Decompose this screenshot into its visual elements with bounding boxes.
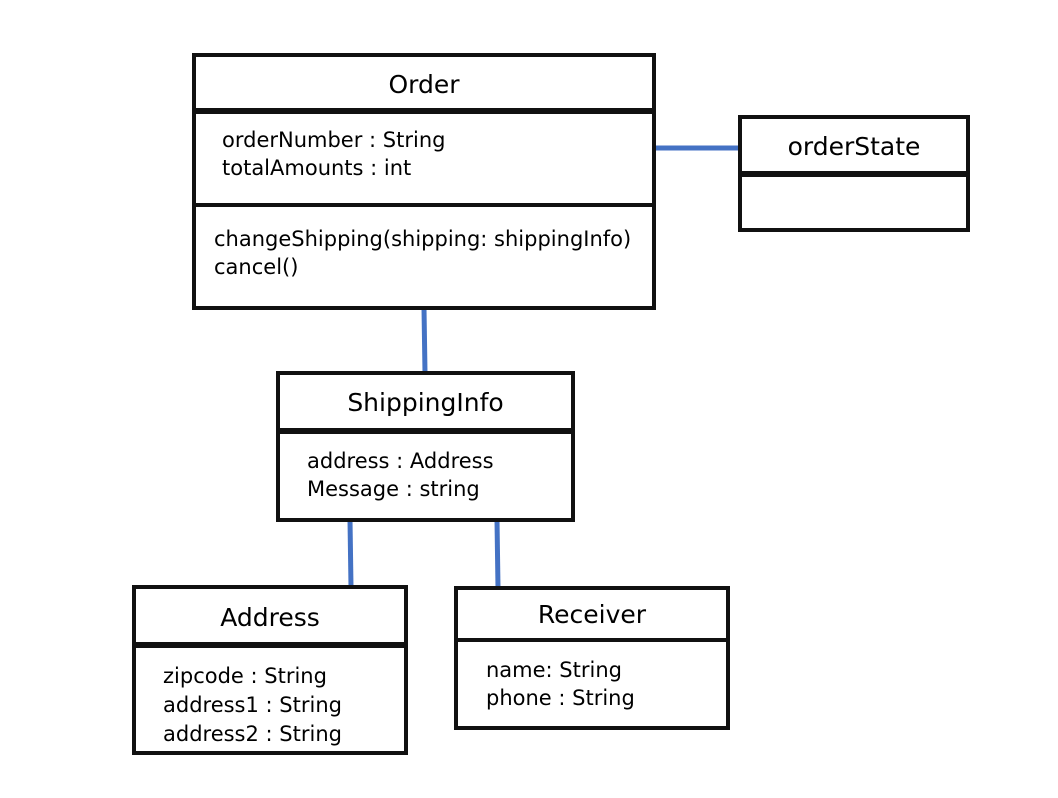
attribute-address: address : Address [307, 449, 494, 473]
class-shipping-info[interactable]: ShippingInfo address : Address Message :… [276, 371, 575, 522]
class-order[interactable]: Order orderNumber : String totalAmounts … [192, 53, 656, 310]
class-shipping-info-attributes: address : Address Message : string [280, 434, 571, 503]
attribute-phone: phone : String [486, 686, 635, 710]
attribute-total-amounts: totalAmounts : int [222, 156, 412, 180]
attribute-order-number: orderNumber : String [222, 128, 446, 152]
class-receiver-attributes: name: String phone : String [458, 642, 726, 712]
class-order-state[interactable]: orderState [738, 115, 970, 232]
class-order-state-name: orderState [742, 119, 966, 177]
class-address-name: Address [136, 589, 404, 648]
association-order-shippinginfo [421, 307, 428, 374]
class-address[interactable]: Address zipcode : String address1 : Stri… [132, 585, 408, 755]
class-order-attributes: orderNumber : String totalAmounts : int [196, 114, 652, 203]
class-receiver-name: Receiver [458, 590, 726, 642]
attribute-address1: address1 : String [163, 693, 342, 717]
attribute-message: Message : string [307, 477, 480, 501]
class-order-operations: changeShipping(shipping: shippingInfo) c… [196, 203, 652, 281]
class-receiver[interactable]: Receiver name: String phone : String [454, 586, 730, 730]
association-shippinginfo-address [347, 519, 354, 588]
attribute-address2: address2 : String [163, 722, 342, 746]
operation-change-shipping: changeShipping(shipping: shippingInfo) [214, 227, 632, 251]
attribute-name: name: String [486, 658, 622, 682]
attribute-zipcode: zipcode : String [163, 664, 327, 688]
operation-cancel: cancel() [214, 255, 299, 279]
class-shipping-info-name: ShippingInfo [280, 375, 571, 434]
class-address-attributes: zipcode : String address1 : String addre… [136, 648, 404, 749]
class-order-name: Order [196, 57, 652, 114]
association-shippinginfo-receiver [494, 519, 501, 589]
